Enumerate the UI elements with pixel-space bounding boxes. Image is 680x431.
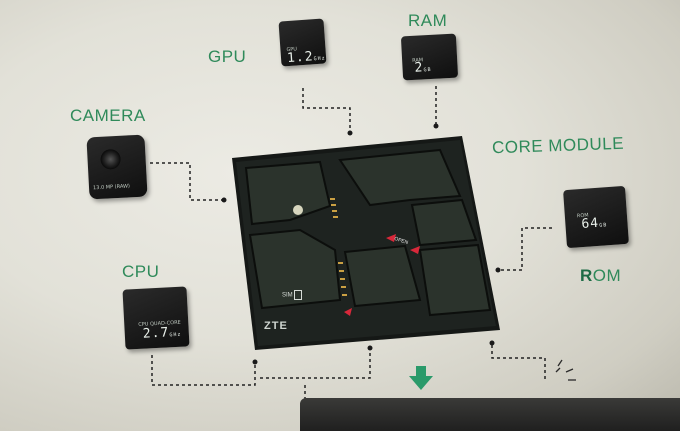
module-segment-1 bbox=[244, 160, 332, 226]
rom-chip-value: 64GB bbox=[580, 215, 608, 233]
gpu-chip: GPU 1.2GHz bbox=[278, 18, 327, 67]
camera-chip-caption: 13.0 MP (RAW) bbox=[92, 183, 131, 192]
cpu-dot bbox=[252, 359, 258, 365]
module-segment-2 bbox=[248, 228, 342, 310]
ram-label: RAM bbox=[408, 11, 448, 30]
gpu-chip-value: 1.2GHz bbox=[286, 49, 326, 67]
module-segment-4 bbox=[410, 198, 478, 247]
light-glint bbox=[293, 205, 303, 215]
rom-connector bbox=[500, 227, 552, 271]
rom-dot bbox=[495, 267, 501, 273]
ram-dot bbox=[433, 123, 439, 129]
open-marker-right bbox=[410, 246, 420, 254]
rom-label-rest: OM bbox=[592, 266, 622, 285]
cpu-chip-value: 2.7GHz bbox=[142, 325, 182, 342]
module-dot bbox=[489, 340, 495, 346]
cpu-label: CPU bbox=[122, 262, 160, 281]
rom-chip: ROM 64GB bbox=[563, 185, 629, 249]
ram-chip-value: 2GB bbox=[414, 60, 432, 76]
open-marker-left bbox=[386, 234, 396, 242]
cpu-connector-b bbox=[260, 350, 371, 379]
cpu-dot-b bbox=[367, 345, 373, 351]
rom-label-initial: R bbox=[580, 266, 593, 285]
module-segment-6 bbox=[418, 243, 492, 317]
module-segment-5 bbox=[343, 244, 422, 308]
gpu-connector bbox=[302, 88, 351, 130]
module-logo: ZTE bbox=[264, 320, 288, 332]
ram-chip: RAM 2GB bbox=[400, 33, 459, 81]
lock-marker bbox=[344, 308, 352, 316]
sim-card-icon bbox=[294, 290, 303, 300]
tap-hand-icon bbox=[555, 359, 576, 381]
cpu-chip: CPU QUAD-CORE 2.7GHz bbox=[122, 286, 190, 350]
camera-label: CAMERA bbox=[70, 106, 146, 125]
rom-label: ROM bbox=[580, 266, 621, 286]
gpu-dot bbox=[347, 130, 353, 136]
sim-slot-label: SIM bbox=[282, 290, 303, 300]
down-arrow-icon bbox=[409, 366, 433, 390]
gpu-label: GPU bbox=[208, 47, 247, 66]
cpu-connector bbox=[151, 355, 256, 386]
hand-connector bbox=[491, 345, 546, 380]
core-module-board bbox=[232, 136, 500, 350]
display-tray bbox=[300, 398, 680, 431]
camera-connector bbox=[150, 162, 222, 201]
camera-chip: 13.0 MP (RAW) bbox=[86, 134, 148, 200]
module-segment-3 bbox=[338, 148, 462, 207]
camera-dot bbox=[221, 197, 227, 203]
camera-lens-icon bbox=[100, 148, 122, 170]
